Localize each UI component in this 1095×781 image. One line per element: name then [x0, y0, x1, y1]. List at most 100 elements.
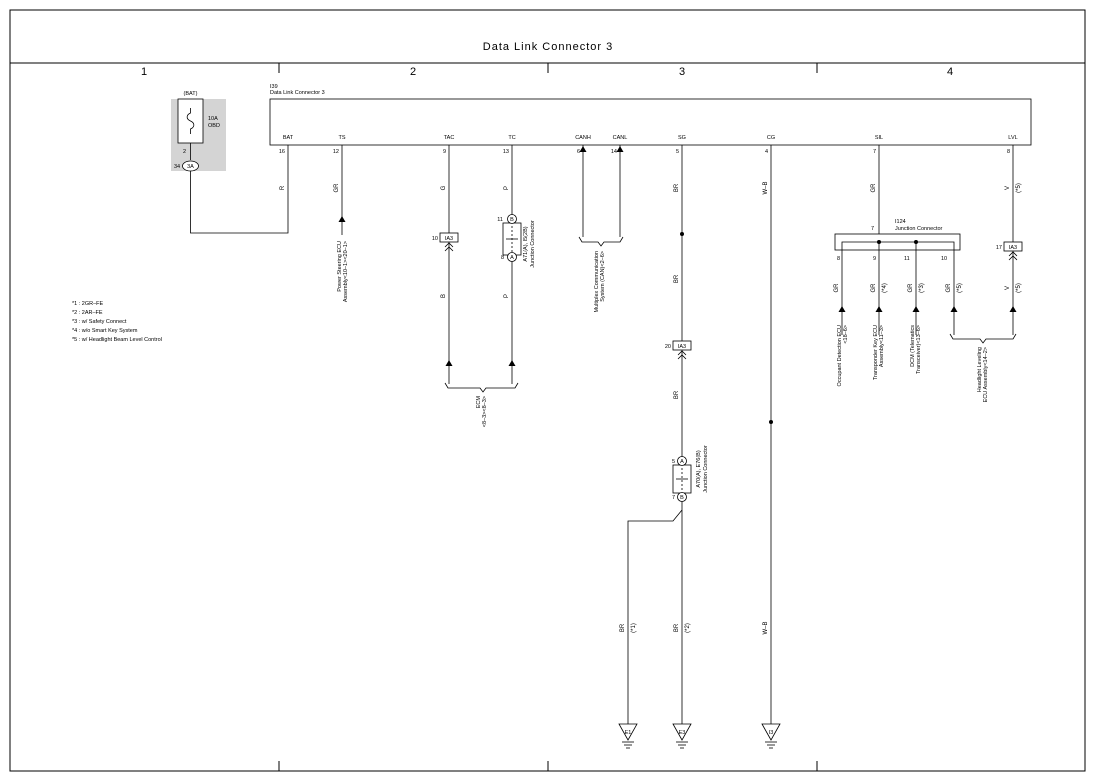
- dlc3-pin-label-bat: BAT: [283, 135, 294, 141]
- dlc3-pin-number-sg: 5: [676, 149, 679, 155]
- wire-label-i124-8: GR: [834, 283, 840, 293]
- column-number-4: 4: [947, 66, 953, 78]
- jc-a70-letter-top: A: [680, 459, 684, 465]
- column-number-1: 1: [141, 66, 147, 78]
- ground-label-i3: I3: [769, 730, 774, 736]
- ia3-pin-10: 10: [432, 236, 438, 242]
- dest-can-2: System (CAN)<2–6>: [600, 251, 606, 302]
- fuse-source: (BAT): [184, 91, 198, 97]
- wire-label-cg: W–B: [763, 181, 769, 194]
- note-5: *5 : w/ Headlight Beam Level Control: [72, 337, 162, 343]
- dest-occupant: Occupant Detection ECU: [837, 325, 843, 386]
- dlc3-pin-number-lvl: 8: [1007, 149, 1010, 155]
- jc-a70-label: A70(A), E76(B): [696, 450, 702, 487]
- ground-icon: [764, 741, 778, 749]
- wire-note-e3: (*2): [685, 623, 691, 633]
- note-1: *1 : 2GR–FE: [72, 301, 104, 307]
- jc-a71-pin-bot: 8: [501, 255, 504, 261]
- dlc3-pins: BAT16TS12TAC9TC13CANH6CANL14SG5CG4SIL7LV…: [279, 135, 1018, 155]
- dlc3-connector: [269, 98, 1032, 146]
- dest-dcm: DCM (Telematics: [910, 325, 916, 367]
- arrow-up-icon: [508, 360, 516, 366]
- arrow-up-icon: [616, 146, 624, 152]
- arrow-up-icon: [579, 146, 587, 152]
- wire-label-i124-9: GR: [871, 283, 877, 293]
- dest-headlight: Headlight Leveling: [977, 347, 983, 392]
- dest-ecm-2: <8–3><8–3>: [482, 396, 488, 427]
- jc-i124-pin-8: 8: [837, 256, 840, 262]
- wire-note-e1: (*1): [631, 623, 637, 633]
- ground-i3: [761, 723, 781, 749]
- arrow-up-icon: [838, 306, 846, 312]
- dest-dcm-2: Transceiver)<13–6>: [916, 325, 922, 374]
- dlc3-pin-number-sil: 7: [873, 149, 876, 155]
- wire-label-sg-low: BR: [674, 390, 680, 399]
- dlc3-pin-label-tac: TAC: [444, 135, 455, 141]
- wire-note-lvl-low: (*5): [1016, 283, 1022, 293]
- wire-note-lvl: (*5): [1016, 183, 1022, 193]
- arrow-up-icon: [950, 306, 958, 312]
- jc-a70-pin-top: 5: [672, 459, 675, 465]
- note-2: *2 : 2AR–FE: [72, 310, 103, 316]
- wire-label-cg-low: W–B: [763, 621, 769, 634]
- dlc3-id: I39: [270, 84, 278, 90]
- wire-label-lvl-low: V: [1005, 286, 1011, 290]
- arrow-up-icon: [445, 360, 453, 366]
- ground-e3: [672, 723, 692, 749]
- dlc3-pin-number-tac: 9: [443, 149, 446, 155]
- wire-label-sg: BR: [674, 183, 680, 192]
- dlc3-pin-label-canh: CANH: [575, 135, 591, 141]
- dest-transponder-2: Assembly<11–3>: [879, 325, 885, 367]
- jc-a71-letter-top: B: [510, 217, 514, 223]
- ia3-code-20: IA3: [678, 344, 686, 350]
- wire-note-i124-9: (*4): [882, 283, 888, 293]
- jc-a70-pin-bot: 7: [672, 495, 675, 501]
- fuse-connector: 3A: [187, 164, 194, 170]
- ia3-code-10: IA3: [445, 236, 453, 242]
- jc-i124-pin-9: 9: [873, 256, 876, 262]
- dlc3-pin-label-sg: SG: [678, 135, 686, 141]
- fuse-pin-left: 34: [174, 164, 180, 170]
- dest-ps-ecu-2: Assembly<10–1><20–1>: [343, 241, 349, 302]
- jc-a71-letter-bot: A: [510, 255, 514, 261]
- page-frame: [9, 9, 1086, 772]
- dest-headlight-2: ECU Assembly<14–2>: [983, 347, 989, 402]
- fuse-name: OBD: [208, 123, 220, 129]
- dlc3-pin-label-ts: TS: [338, 135, 345, 141]
- ground-label-e3: E3: [679, 730, 686, 736]
- ia3-code-17: IA3: [1009, 245, 1017, 251]
- fuse-block: [171, 98, 226, 172]
- wire-label-e3: BR: [674, 623, 680, 632]
- dlc3-pin-label-sil: SIL: [875, 135, 883, 141]
- arrow-up-icon: [338, 216, 346, 222]
- wire-label-i124-10: GR: [946, 283, 952, 293]
- dlc3-pin-number-tc: 13: [503, 149, 509, 155]
- ia3-connector-17: [1003, 241, 1023, 252]
- jc-a70-label2: Junction Connector: [703, 445, 709, 493]
- wire-label-tac: G: [441, 185, 447, 190]
- dlc3-pin-label-cg: CG: [767, 135, 775, 141]
- jc-i124-pin-top: 7: [871, 226, 874, 232]
- dlc3-name: Data Link Connector 3: [270, 90, 325, 96]
- fuse-pin-top: 2: [183, 149, 186, 155]
- wire-note-i124-10: (*5): [957, 283, 963, 293]
- dlc3-pin-label-canl: CANL: [613, 135, 628, 141]
- column-number-3: 3: [679, 66, 685, 78]
- ia3-connector-10: [439, 232, 459, 243]
- dlc3-pin-label-tc: TC: [508, 135, 515, 141]
- dest-can: Multiplex Communication: [594, 251, 600, 312]
- arrow-up-icon: [1009, 306, 1017, 312]
- wire-e1: [627, 509, 683, 724]
- jc-a71-pin-top: 11: [497, 217, 503, 223]
- wire-label-sg-mid: BR: [674, 274, 680, 283]
- jc-a71-label2: Junction Connector: [530, 220, 536, 268]
- wire-label-tc-lower: P: [504, 294, 510, 298]
- jc-a71-label: A71(A), I5(2B): [523, 226, 529, 261]
- dlc3-pin-number-canl: 14: [611, 149, 617, 155]
- page-title: Data Link Connector 3: [483, 41, 613, 53]
- wire-label-i124-11: GR: [908, 283, 914, 293]
- wire-label-e1: BR: [620, 623, 626, 632]
- wire-label-tc: P: [504, 186, 510, 190]
- dlc3-pin-number-canh: 6: [577, 149, 580, 155]
